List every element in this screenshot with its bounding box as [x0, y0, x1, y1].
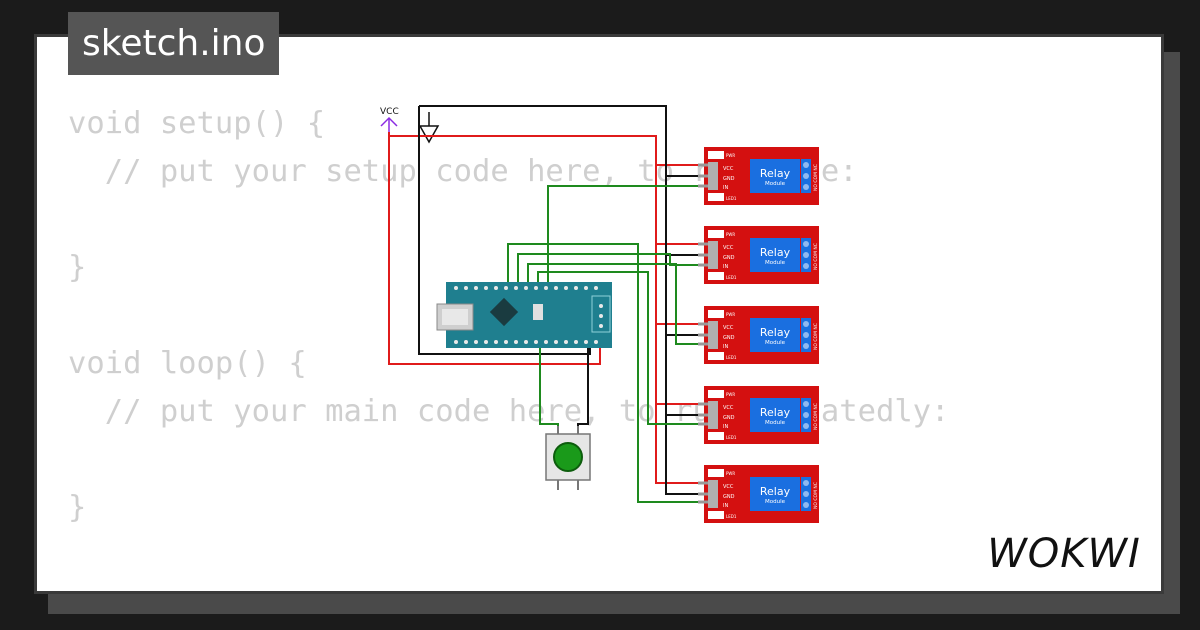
relay-pin-label: VCC [723, 325, 734, 331]
brand-name: WOKWI [987, 531, 1141, 577]
relay-contact-label: NO COM NC [813, 164, 819, 191]
relay-subtitle: Module [765, 181, 786, 187]
relay-subtitle: Module [765, 340, 786, 346]
relay-title: Relay [760, 326, 791, 339]
relay-subtitle: Module [765, 420, 786, 426]
vcc-label: VCC [380, 107, 399, 117]
wire-signal[interactable] [537, 271, 708, 425]
relay-pin-label: IN [723, 424, 728, 430]
code-line: } [68, 250, 87, 285]
relay-pin-label: GND [723, 335, 735, 341]
relay-title: Relay [760, 167, 791, 180]
file-tab[interactable]: sketch.ino [68, 12, 280, 75]
wire-group [388, 105, 708, 503]
wire-gnd[interactable] [419, 105, 708, 177]
wire-signal[interactable] [507, 243, 708, 503]
relay-pin-label: VCC [723, 484, 734, 490]
relay-led-label: PWR [726, 153, 735, 158]
relay-contact-label: NO COM NC [813, 243, 819, 270]
relay-contact-label: NO COM NC [813, 482, 819, 509]
relay-pin-label: GND [723, 176, 735, 182]
relay-pin-label: IN [723, 344, 728, 350]
relay-led-label: LED1 [726, 514, 737, 519]
relay-title: Relay [760, 246, 791, 259]
relay-pin-label: VCC [723, 166, 734, 172]
wire-vcc[interactable] [388, 132, 601, 365]
vcc-symbol-icon[interactable]: VCC [380, 107, 399, 132]
relay-pin-label: IN [723, 503, 728, 509]
relay-pin-label: IN [723, 185, 728, 191]
wire-vcc[interactable] [655, 404, 708, 484]
relay-module[interactable]: Relay Module VCC GND IN PWR LED1 NO COM … [704, 226, 819, 284]
wokwi-logo: WOKWI [987, 531, 1141, 577]
wire-signal[interactable] [527, 263, 708, 345]
relay-led-label: PWR [726, 471, 735, 476]
wire-vcc[interactable] [389, 135, 708, 166]
code-line: // put your main code here, to run repea… [68, 394, 950, 429]
code-line: void loop() { [68, 346, 307, 381]
wire-gnd[interactable] [577, 344, 589, 434]
wire-signal[interactable] [547, 185, 708, 282]
relay-led-label: PWR [726, 232, 735, 237]
wire-signal[interactable] [517, 253, 708, 282]
relay-module[interactable]: Relay Module VCC GND IN PWR LED1 NO COM … [704, 465, 819, 523]
ground-symbol-icon[interactable] [418, 112, 440, 144]
relay-led-label: LED1 [726, 196, 737, 201]
relay-contact-label: NO COM NC [813, 323, 819, 350]
relay-title: Relay [760, 485, 791, 498]
pushbutton-icon[interactable] [545, 426, 591, 490]
wire-gnd[interactable] [665, 415, 708, 495]
relay-led-label: PWR [726, 392, 735, 397]
relay-pin-label: GND [723, 415, 735, 421]
relay-module[interactable]: Relay Module VCC GND IN PWR LED1 NO COM … [704, 147, 819, 205]
relay-module[interactable]: Relay Module VCC GND IN PWR LED1 NO COM … [704, 386, 819, 444]
code-line: void setup() { [68, 106, 326, 141]
relay-contact-label: NO COM NC [813, 403, 819, 430]
relay-title: Relay [760, 406, 791, 419]
relay-led-label: LED1 [726, 275, 737, 280]
relay-subtitle: Module [765, 260, 786, 266]
relay-pin-label: VCC [723, 245, 734, 251]
relay-pin-headers [698, 163, 708, 504]
wire-signal[interactable] [539, 344, 559, 434]
relay-pin-label: GND [723, 494, 735, 500]
relay-subtitle: Module [765, 499, 786, 505]
arduino-nano-icon[interactable] [436, 282, 612, 348]
wire-gnd[interactable] [418, 106, 591, 355]
relay-module[interactable]: Relay Module VCC GND IN PWR LED1 NO COM … [704, 306, 819, 364]
relay-pin-label: GND [723, 255, 735, 261]
relay-led-label: LED1 [726, 435, 737, 440]
code-line: } [68, 490, 87, 525]
relay-pin-label: IN [723, 264, 728, 270]
relay-led-label: LED1 [726, 355, 737, 360]
relay-led-label: PWR [726, 312, 735, 317]
relay-pin-label: VCC [723, 405, 734, 411]
